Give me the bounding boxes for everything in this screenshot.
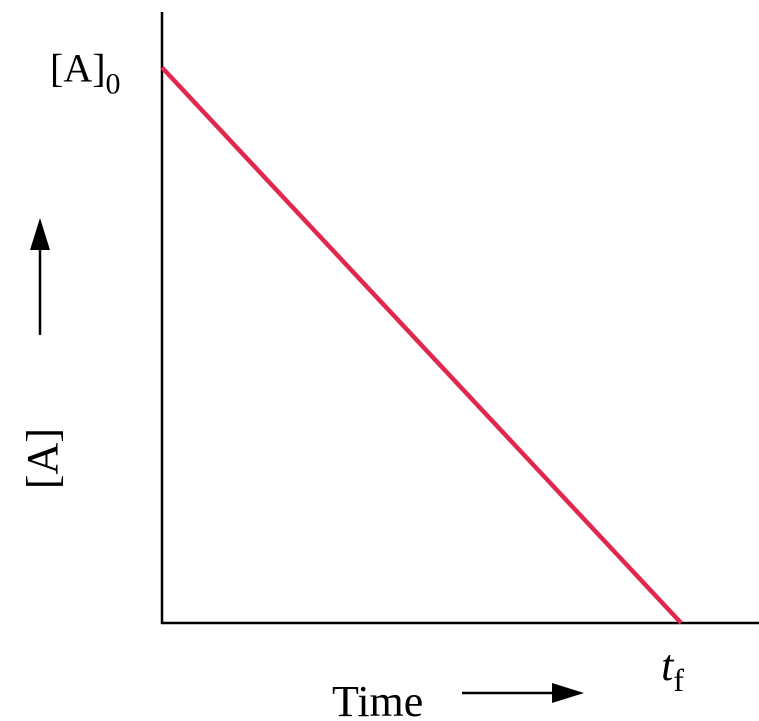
x-tick-subscript: f xyxy=(673,662,684,698)
x-axis-label-arrow xyxy=(462,683,584,703)
y-axis-label-arrow xyxy=(30,218,50,335)
y-axis-label: [A] xyxy=(18,428,67,489)
x-tick-label: tf xyxy=(661,641,684,698)
series-group xyxy=(160,65,683,625)
series-line-0 xyxy=(160,65,683,625)
x-axis-label: Time xyxy=(332,677,423,721)
y-tick-label: [A]0 xyxy=(50,46,121,101)
y-tick-subscript: 0 xyxy=(106,68,121,101)
